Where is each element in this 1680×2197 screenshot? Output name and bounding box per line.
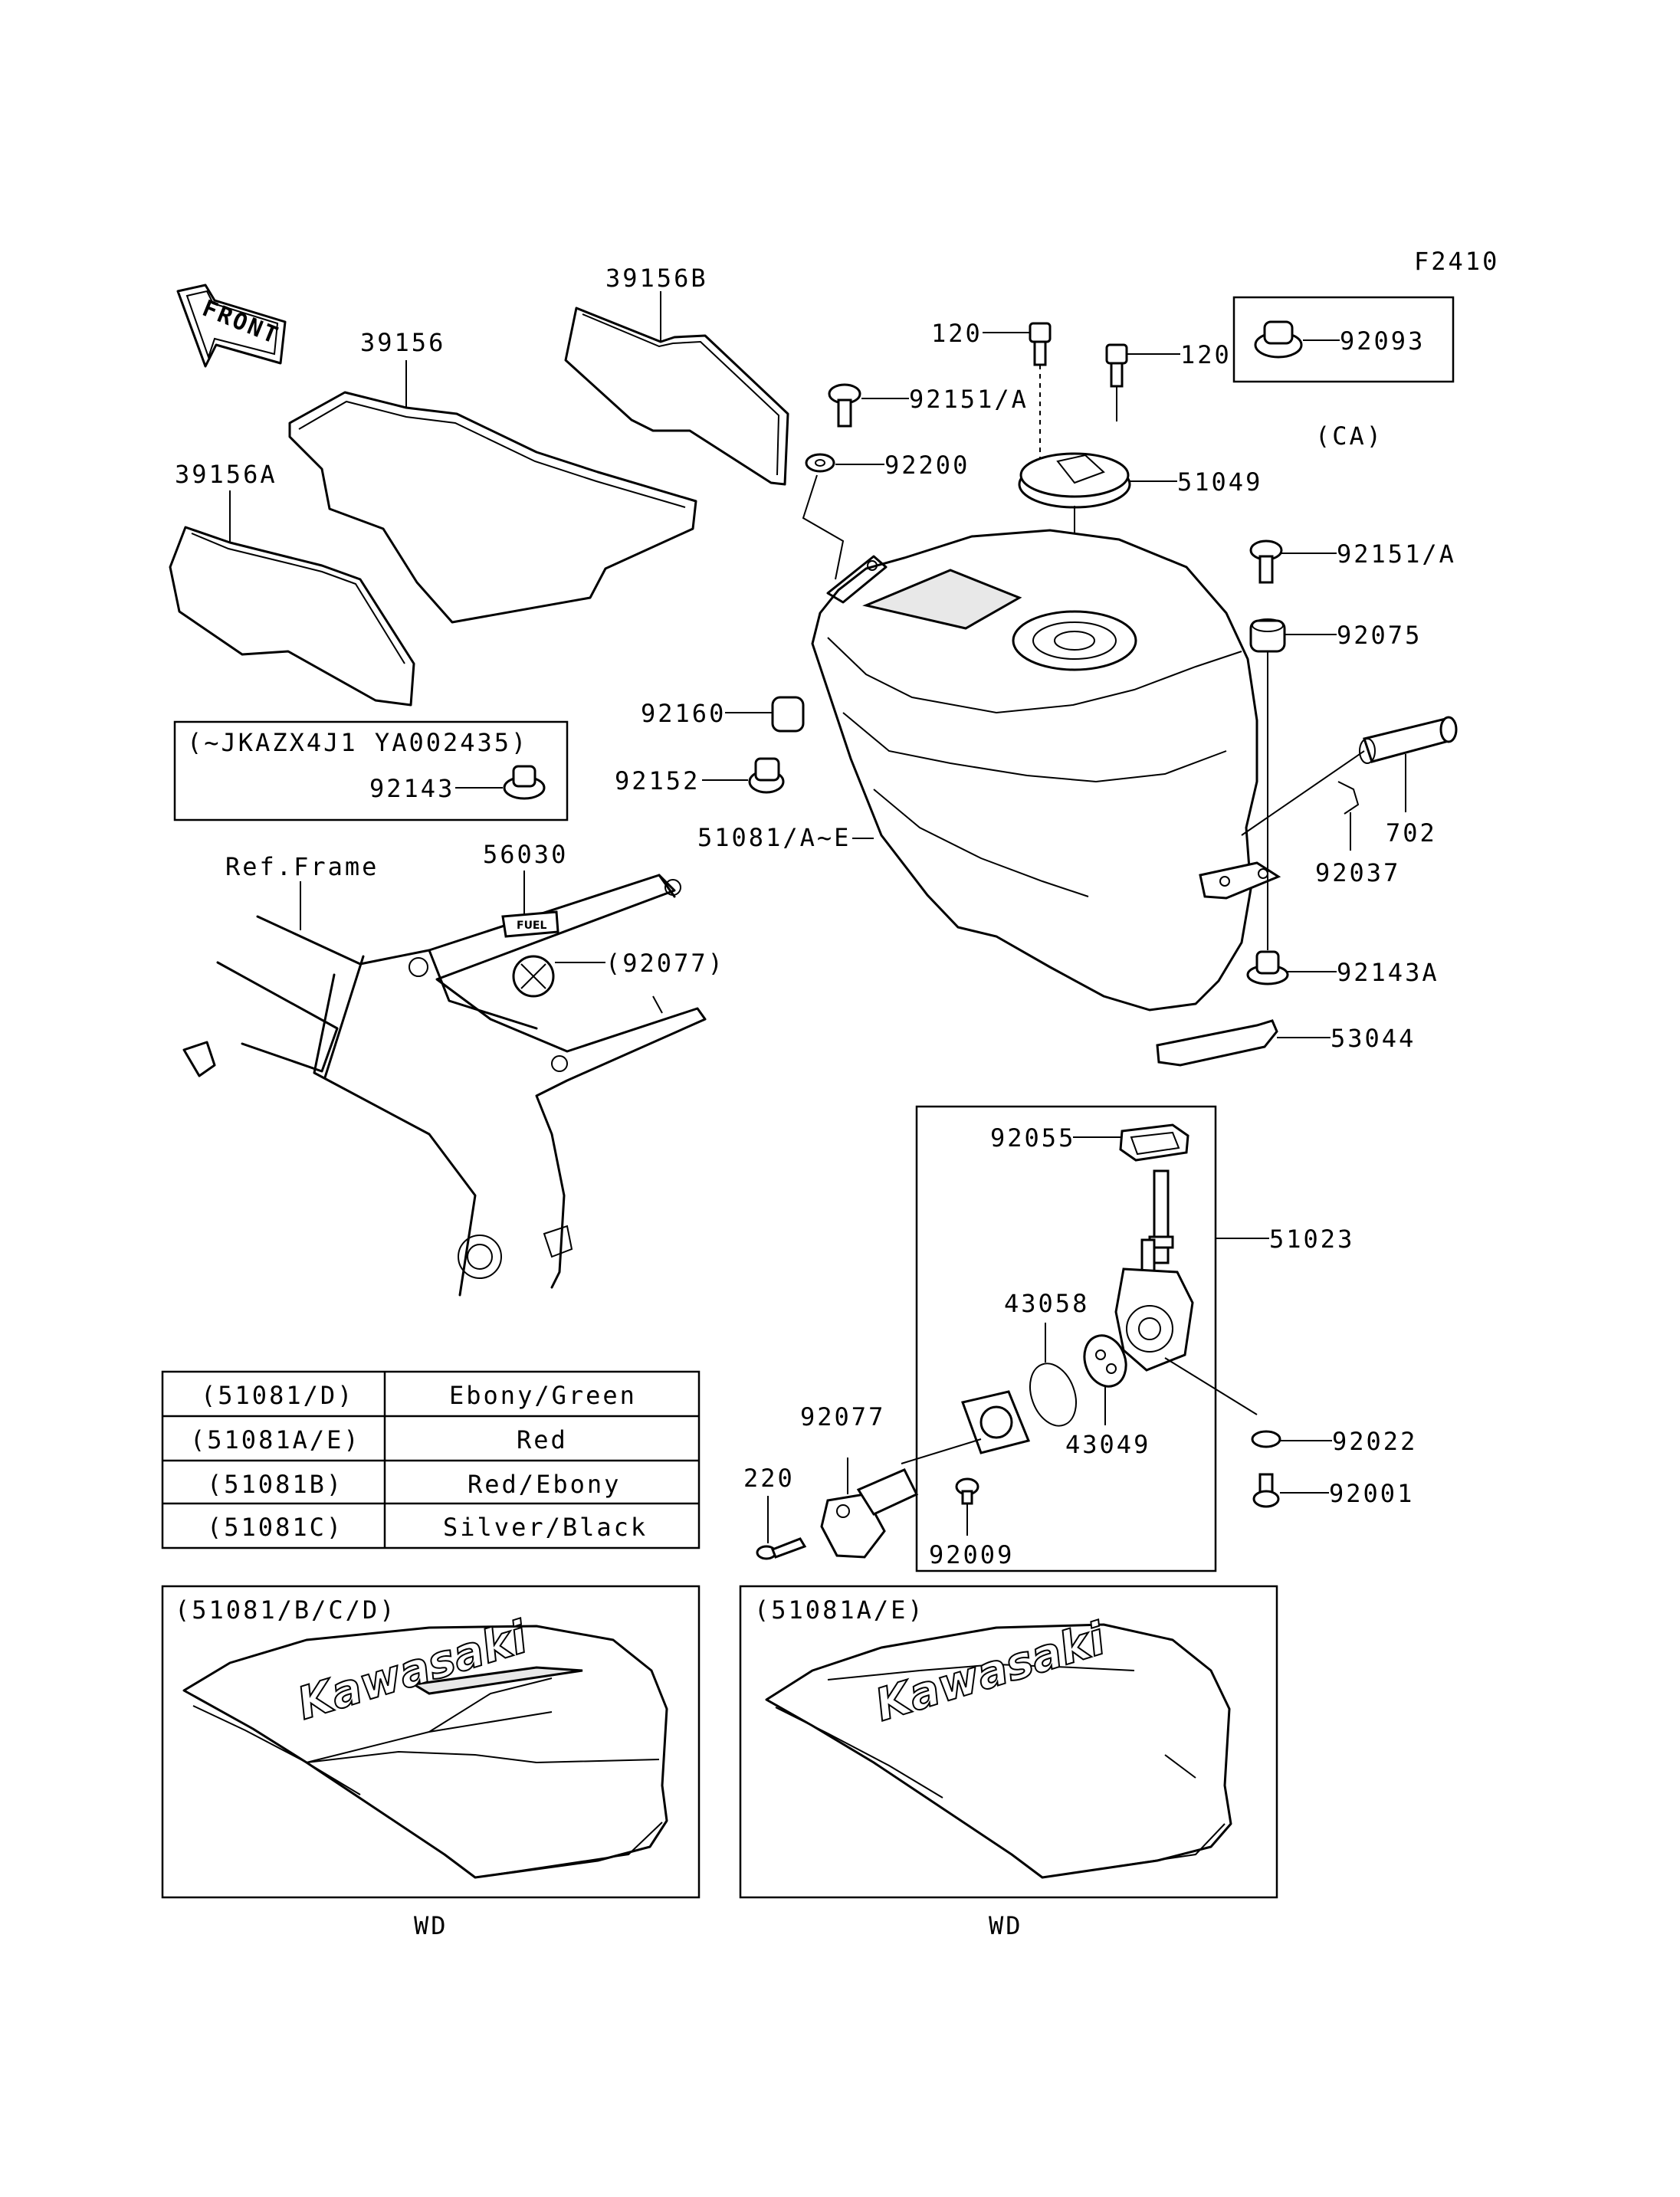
label-120-left: 120 xyxy=(931,319,983,348)
collar-92143a: 92143A xyxy=(1246,950,1439,987)
strap-53044: 53044 xyxy=(1156,1019,1416,1067)
label-92152: 92152 xyxy=(615,766,700,795)
label-702: 702 xyxy=(1386,818,1437,848)
label-92151-lower: 92151/A xyxy=(1337,539,1456,569)
variant-2-logo: Kawasaki xyxy=(869,1612,1111,1732)
knob-92077: 92077 xyxy=(800,1402,919,1559)
label-39156b: 39156B xyxy=(605,264,708,293)
label-53044: 53044 xyxy=(1331,1024,1416,1053)
fuel-cock-box: 92055 51023 43058 43049 92009 xyxy=(901,1105,1354,1572)
label-92001: 92001 xyxy=(1329,1479,1414,1508)
pad-39156b: 39156B xyxy=(564,264,789,486)
table-code-1: (51081A/E) xyxy=(190,1425,361,1454)
label-92151-upper: 92151/A xyxy=(909,385,1029,414)
color-table: (51081/D) Ebony/Green (51081A/E) Red (51… xyxy=(161,1370,701,1549)
label-92009: 92009 xyxy=(929,1540,1014,1569)
front-label: FRONT xyxy=(199,295,284,350)
label-56030: 56030 xyxy=(483,840,568,869)
label-92143: 92143 xyxy=(369,774,454,803)
label-92077: 92077 xyxy=(800,1402,885,1431)
vin-box: (~JKAZX4J1 YA002435) 92143 xyxy=(173,720,569,821)
table-code-0: (51081/D) xyxy=(201,1381,354,1410)
table-color-1: Red xyxy=(517,1425,568,1454)
label-51023: 51023 xyxy=(1269,1225,1354,1254)
table-code-2: (51081B) xyxy=(207,1470,343,1499)
label-120-right: 120 xyxy=(1180,340,1232,369)
screw-220: 220 xyxy=(743,1464,807,1560)
label-decal-56030: 56030 FUEL xyxy=(483,840,568,938)
variant-panel-1: (51081/B/C/D) Kawasaki WD xyxy=(161,1585,701,1940)
vin-range: (~JKAZX4J1 YA002435) xyxy=(187,728,528,757)
label-39156a: 39156A xyxy=(175,460,277,489)
clip-92037: 92037 xyxy=(1315,781,1400,887)
grommet-92075: 92075 xyxy=(1249,618,1422,950)
label-92160: 92160 xyxy=(641,699,726,728)
washer-92200: 92200 xyxy=(802,451,970,580)
label-92077-paren: (92077) xyxy=(605,949,725,978)
pad-39156: 39156 xyxy=(288,328,697,624)
label-92143a: 92143A xyxy=(1337,958,1439,987)
frame-reference: Ref.Frame xyxy=(182,852,707,1297)
label-51049: 51049 xyxy=(1177,467,1262,497)
washer-92022: 92022 xyxy=(1251,1427,1417,1456)
damper-92160: 92160 xyxy=(641,696,805,733)
label-92200: 92200 xyxy=(884,451,970,480)
hose-702: 702 xyxy=(1241,716,1458,848)
cap-51049: 51049 xyxy=(1018,452,1262,613)
label-39156: 39156 xyxy=(360,328,445,357)
ref-frame-label: Ref.Frame xyxy=(225,852,379,881)
table-code-3: (51081C) xyxy=(207,1513,343,1542)
bolt-120-left: 120 xyxy=(931,319,1052,460)
figure-code: F2410 xyxy=(1414,247,1499,276)
knob-92077-ref: (92077) xyxy=(512,949,725,998)
ca-box: 92093 (CA) xyxy=(1232,296,1455,451)
damper-92152: 92152 xyxy=(615,757,785,795)
label-43058: 43058 xyxy=(1004,1289,1089,1318)
bolt-92151-upper: 92151/A xyxy=(828,383,1029,428)
variant-2-caption: WD xyxy=(989,1911,1023,1940)
label-220: 220 xyxy=(743,1464,795,1493)
variant-2-label: (51081A/E) xyxy=(754,1595,925,1625)
fuel-tank-51081: 51081/A~E xyxy=(697,529,1281,1012)
bolt-120-right: 120 xyxy=(1105,340,1232,421)
label-92055: 92055 xyxy=(990,1123,1075,1153)
label-92075: 92075 xyxy=(1337,621,1422,650)
front-arrow-icon: FRONT xyxy=(176,284,287,368)
bolt-92001: 92001 xyxy=(1252,1473,1414,1508)
label-92037: 92037 xyxy=(1315,858,1400,887)
table-color-2: Red/Ebony xyxy=(468,1470,621,1499)
pad-39156a: 39156A xyxy=(169,460,415,707)
label-43049: 43049 xyxy=(1065,1430,1150,1459)
variant-1-caption: WD xyxy=(414,1911,448,1940)
table-color-3: Silver/Black xyxy=(443,1513,648,1542)
table-color-0: Ebony/Green xyxy=(449,1381,637,1410)
fuel-decal-text: FUEL xyxy=(517,920,546,932)
variant-panel-2: (51081A/E) Kawasaki WD xyxy=(739,1585,1278,1940)
label-92022: 92022 xyxy=(1332,1427,1417,1456)
label-51081: 51081/A~E xyxy=(697,823,851,852)
label-ca: (CA) xyxy=(1315,421,1383,451)
variant-1-label: (51081/B/C/D) xyxy=(175,1595,396,1625)
bolt-92151-lower: 92151/A xyxy=(1249,539,1456,584)
label-92093: 92093 xyxy=(1340,326,1425,356)
